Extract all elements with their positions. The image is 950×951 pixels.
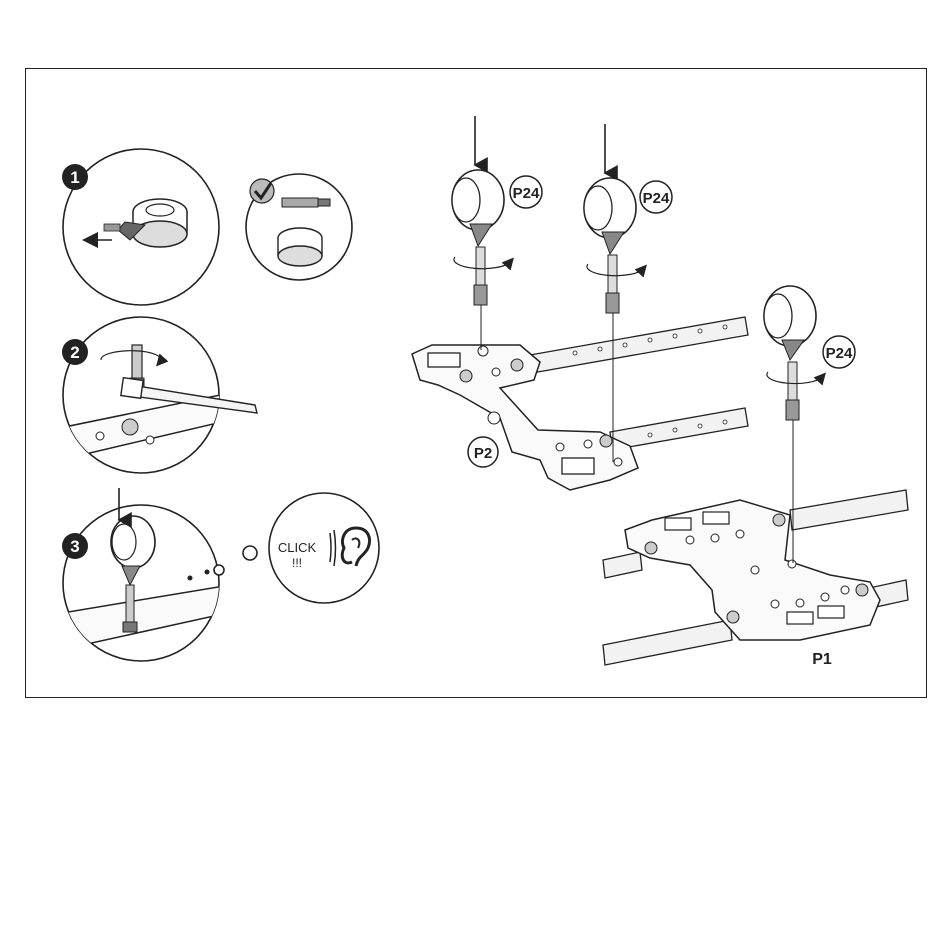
step-3-number: 3: [70, 537, 79, 556]
step-1-detail: 1: [62, 149, 219, 305]
p24-label-2: P24: [640, 181, 672, 213]
p24-label-3: P24: [823, 336, 855, 368]
check-detail: [246, 174, 352, 280]
svg-text:P2: P2: [474, 445, 492, 462]
svg-text:P24: P24: [826, 345, 853, 362]
click-text: CLICK: [278, 540, 317, 555]
checkmark-icon: [250, 179, 274, 203]
step-1-number: 1: [70, 168, 79, 187]
step-2-detail: 2: [50, 317, 257, 473]
svg-text:P24: P24: [513, 185, 540, 202]
p2-plate: [412, 345, 638, 490]
step-2-number: 2: [70, 343, 79, 362]
click-bubble: CLICK !!!: [269, 493, 379, 603]
caster-wheel-2: [584, 124, 643, 462]
svg-text:P24: P24: [643, 190, 670, 207]
click-exclaim: !!!: [292, 556, 302, 570]
p1-label: P1: [812, 651, 832, 668]
p24-label-1: P24: [510, 176, 542, 208]
caster-wheel-1: [452, 116, 510, 350]
step-3-detail: 3: [50, 488, 232, 661]
p2-label: P2: [468, 437, 498, 467]
